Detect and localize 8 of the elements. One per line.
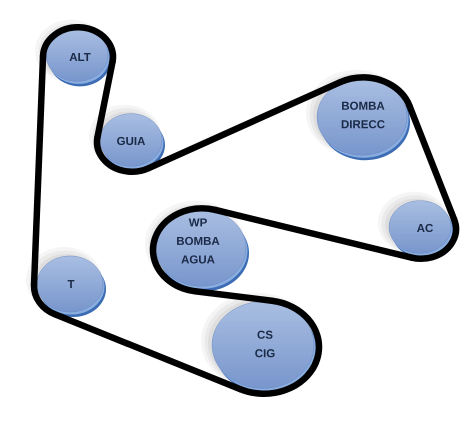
pulley: AC bbox=[378, 192, 454, 258]
pulley: T bbox=[26, 246, 106, 318]
belt bbox=[94, 58, 116, 140]
pulley: BOMBA DIRECC bbox=[306, 70, 410, 160]
pulley: ALT bbox=[35, 20, 111, 86]
pulley: CS CIG bbox=[201, 292, 317, 394]
pulley: GUIA bbox=[89, 104, 165, 172]
pulley: WP BOMBA AGUA bbox=[145, 200, 249, 292]
